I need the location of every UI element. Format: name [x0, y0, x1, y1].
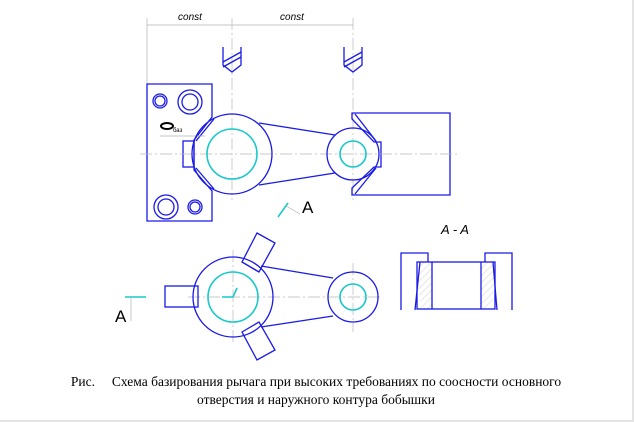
dimension-lines: const const: [146, 12, 354, 200]
caption-line-2: отверстия и наружного контура бобышки: [197, 392, 435, 407]
clamp-left: [222, 47, 242, 73]
caption-text-1: Схема базирования рычага при высоких тре…: [111, 374, 562, 389]
section-mark-left: A: [115, 296, 146, 326]
section-a-a: A - A: [400, 222, 513, 311]
lever-top-view: [140, 113, 460, 195]
svg-text:A: A: [302, 198, 314, 217]
section-title: A - A: [440, 222, 469, 237]
prism-jaw-lower: [241, 321, 276, 361]
dimension-label-left: const: [178, 12, 203, 23]
main-bore: [206, 128, 258, 180]
clamp-right: [343, 47, 363, 73]
dimension-label-right: const: [280, 12, 305, 23]
caption-prefix: Рис.: [70, 374, 95, 389]
caption-line-1: Рис. Схема базирования рычага при высоки…: [0, 374, 632, 390]
svg-text:A: A: [115, 307, 127, 326]
section-mark-top: A: [277, 198, 314, 218]
base-symbol-icon: [160, 122, 174, 130]
side-stop: [164, 285, 199, 308]
boss-bore: [339, 140, 367, 168]
base-symbol-sub: баз: [173, 128, 183, 134]
fixture-plate-left: баз: [146, 83, 215, 222]
lever-plan-view: [164, 232, 382, 361]
